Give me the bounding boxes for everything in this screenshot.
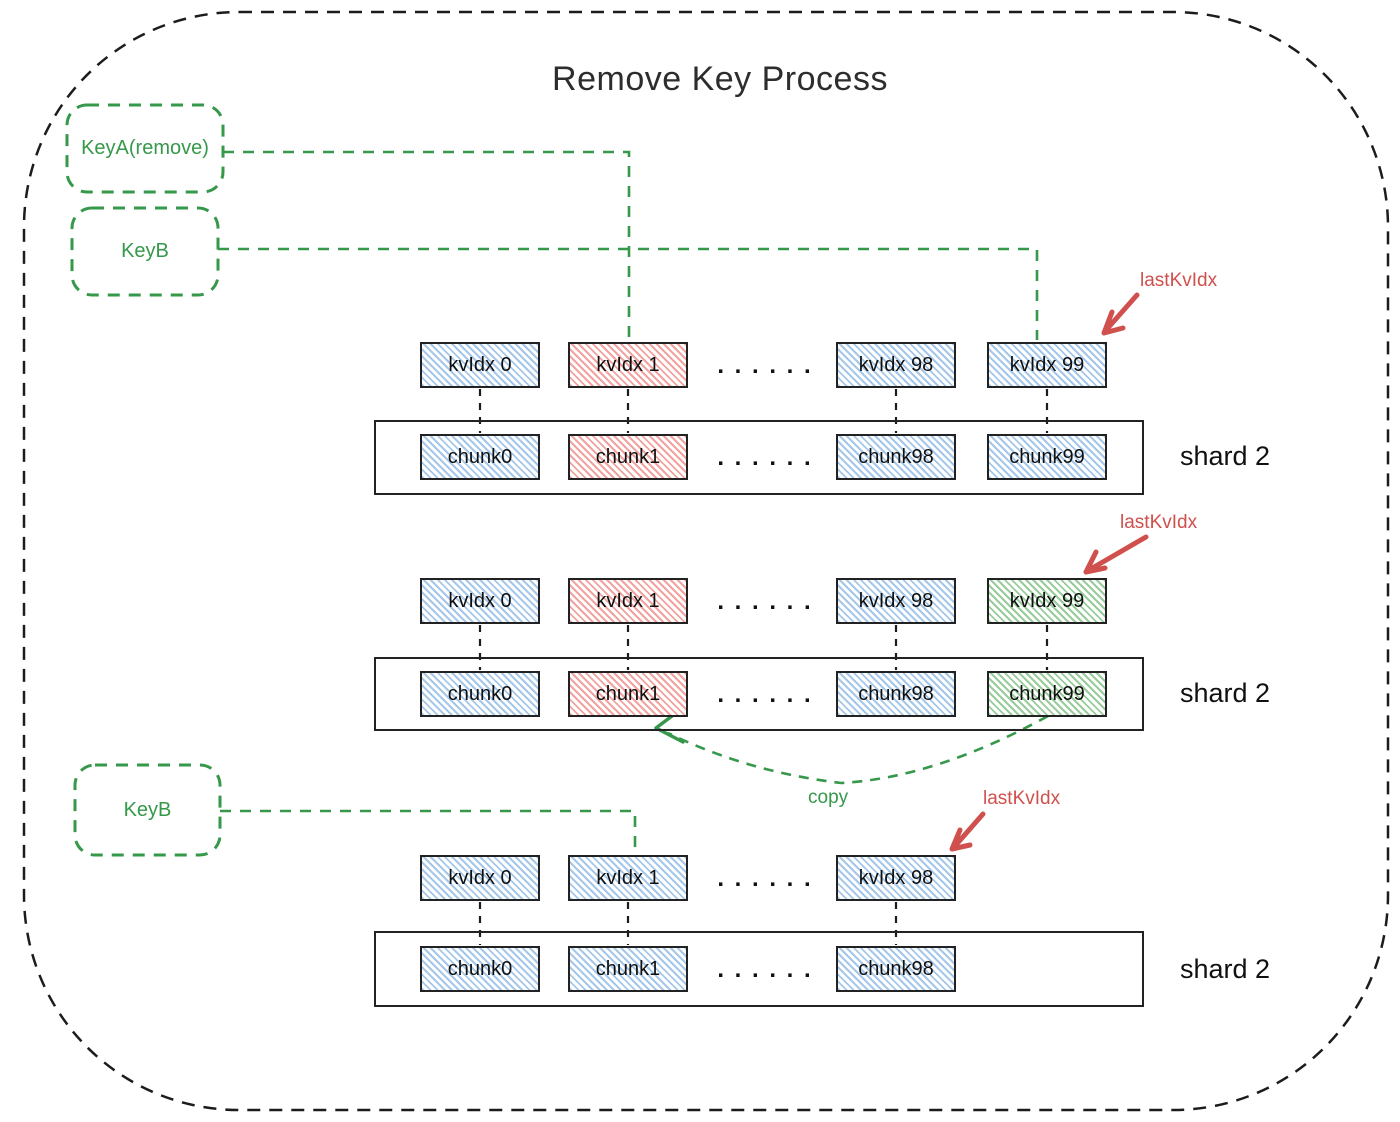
chunk-box: chunk0: [420, 946, 540, 992]
shard-label-stage2: shard 2: [1180, 678, 1271, 708]
chunk-box: chunk98: [836, 946, 956, 992]
copy-arrow-path: [667, 714, 1049, 785]
chunk-box: chunk0: [420, 671, 540, 717]
key-b-top-card-border: [70, 206, 220, 297]
chunk-box: chunk1: [568, 671, 688, 717]
shard-container-stage3: [374, 931, 1144, 1007]
key-b-top-to-kvidx99-connector: [218, 247, 1039, 340]
key-b-top-card: KeyB: [121, 240, 169, 262]
kvidx-box: kvIdx 99: [987, 342, 1107, 388]
kvidx-box: kvIdx 98: [836, 855, 956, 901]
chunk-box: chunk98: [836, 434, 956, 480]
lastkvidx-label-stage1: lastKvIdx: [1140, 270, 1218, 291]
ellipsis: . . . . . .: [717, 865, 813, 892]
chunk-box: chunk1: [568, 946, 688, 992]
lastkvidx-arrow-stage2-icon: [1083, 534, 1149, 575]
outer-dashed-border: [22, 10, 1390, 1112]
kvidx-box: kvIdx 0: [420, 578, 540, 624]
ellipsis: . . . . . .: [717, 352, 813, 379]
shard-label-stage1: shard 2: [1180, 441, 1271, 471]
shard-label-stage3: shard 2: [1180, 954, 1271, 984]
chunk-box: chunk98: [836, 671, 956, 717]
lastkvidx-arrow-stage3-icon: [949, 811, 986, 852]
chunk-box: chunk0: [420, 434, 540, 480]
kvidx-box: kvIdx 98: [836, 342, 956, 388]
key-b-bottom-card: KeyB: [123, 798, 172, 821]
lastkvidx-label-stage3: lastKvIdx: [983, 788, 1061, 809]
lastkvidx-arrow-stage1-icon: [1101, 292, 1140, 336]
ellipsis: . . . . . .: [717, 444, 813, 471]
key-b-bottom-to-kvidx1-connector: [220, 809, 637, 853]
copy-label: copy: [808, 787, 849, 808]
chunk-box: chunk99: [987, 671, 1107, 717]
kvidx-box: kvIdx 99: [987, 578, 1107, 624]
kvidx-box: kvIdx 98: [836, 578, 956, 624]
kvidx-box: kvIdx 0: [420, 342, 540, 388]
chunk-box: chunk99: [987, 434, 1107, 480]
kvidx-box: kvIdx 1: [568, 855, 688, 901]
key-a-card: KeyA(remove): [81, 137, 209, 159]
ellipsis: . . . . . .: [717, 956, 813, 983]
shard-container-stage1: [374, 420, 1144, 495]
ellipsis: . . . . . .: [717, 588, 813, 615]
key-a-card-border: [65, 103, 225, 194]
lastkvidx-label-stage2: lastKvIdx: [1120, 512, 1198, 533]
kvidx-box: kvIdx 0: [420, 855, 540, 901]
kvidx-box: kvIdx 1: [568, 342, 688, 388]
ellipsis: . . . . . .: [717, 681, 813, 708]
kvidx-box: kvIdx 1: [568, 578, 688, 624]
shard-container-stage2: [374, 657, 1144, 731]
key-a-to-kvidx1-connector: [223, 150, 631, 340]
key-b-bottom-card-border: [73, 763, 222, 857]
page-title: Remove Key Process: [552, 60, 888, 98]
chunk-box: chunk1: [568, 434, 688, 480]
